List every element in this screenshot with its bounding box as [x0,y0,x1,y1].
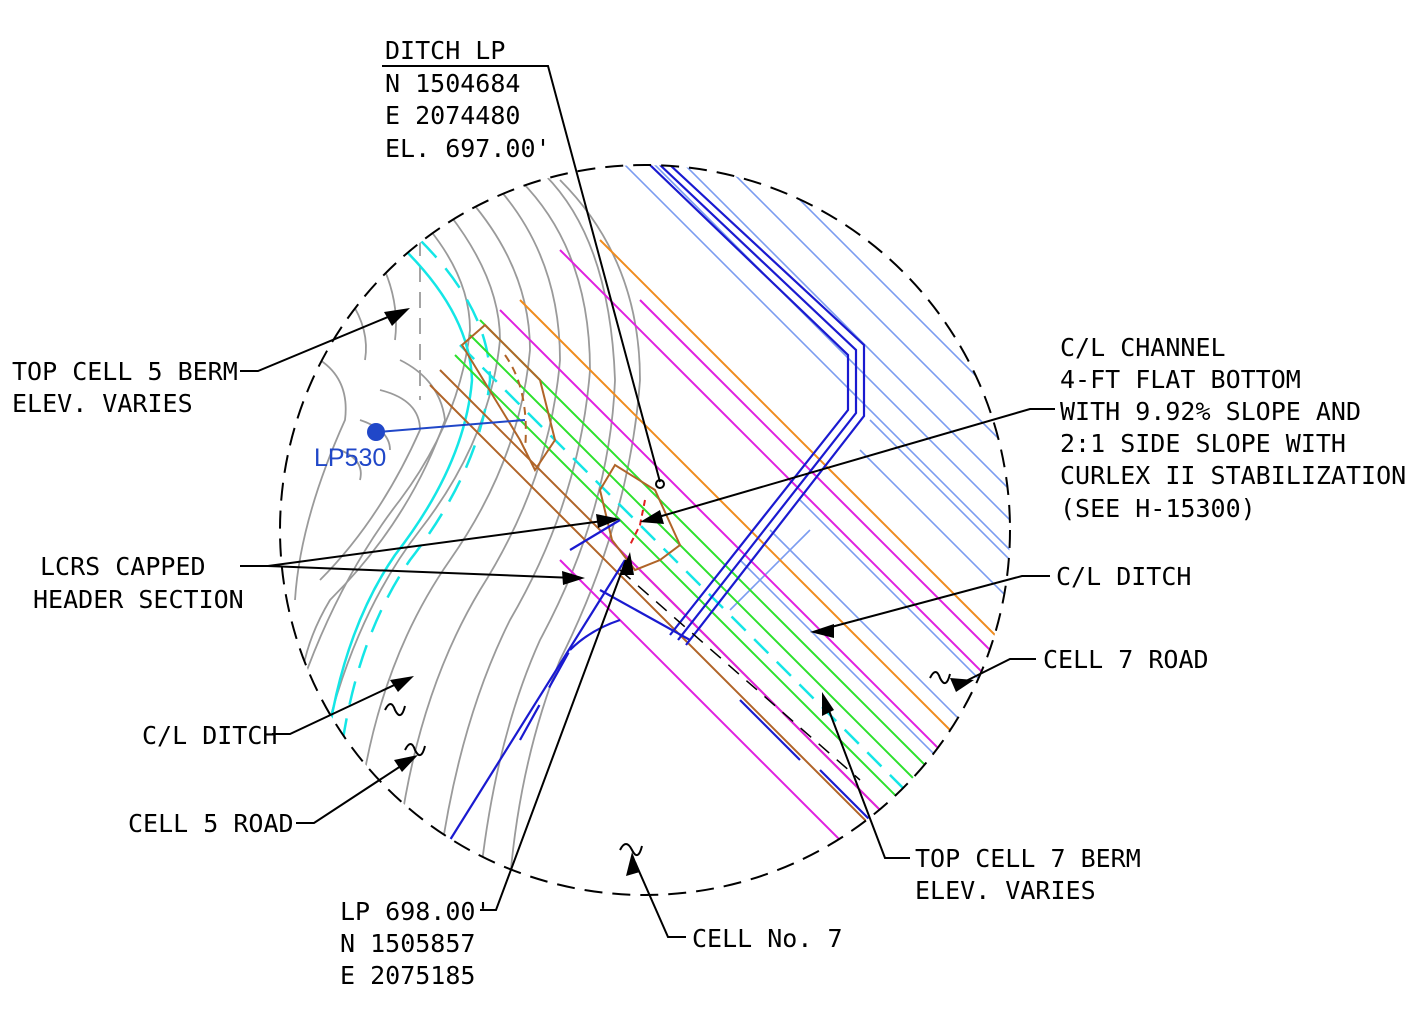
svg-text:TOP CELL 7 BERM: TOP CELL 7 BERM [915,844,1141,873]
svg-text:E 2074480: E 2074480 [385,101,520,130]
label-top-cell7-berm: TOP CELL 7 BERM ELEV. VARIES [915,844,1141,905]
cell5-contours [289,174,641,881]
cell5-ditch-line [338,239,492,761]
svg-text:CURLEX II STABILIZATION: CURLEX II STABILIZATION [1060,461,1406,490]
ditch-lp-marker-lines [629,499,646,546]
label-lcrs: LCRS CAPPED HEADER SECTION [33,552,244,614]
lcrs-pipe [649,165,866,646]
label-cell5-road: CELL 5 ROAD [128,809,294,838]
label-cl-ditch-right: C/L DITCH [1056,562,1191,591]
svg-text:N 1505857: N 1505857 [340,929,475,958]
label-ditch-lp: DITCH LP N 1504684 E 2074480 EL. 697.00' [385,36,551,163]
channel-band [429,239,1010,881]
svg-text:2:1 SIDE SLOPE WITH: 2:1 SIDE SLOPE WITH [1060,429,1346,458]
svg-text:LP 698.00': LP 698.00' [340,897,491,926]
label-cl-ditch-left: C/L DITCH [142,721,277,750]
break-marks [384,671,951,857]
detail-circle [279,164,1011,896]
svg-text:DITCH LP: DITCH LP [385,36,505,65]
lcrs-header-outline [460,323,682,572]
svg-text:(SEE H-15300): (SEE H-15300) [1060,494,1256,523]
svg-text:4-FT FLAT BOTTOM: 4-FT FLAT BOTTOM [1060,365,1301,394]
label-cl-channel: C/L CHANNEL 4-FT FLAT BOTTOM WITH 9.92% … [1060,333,1406,523]
lp530-point [367,423,385,441]
arrowheads [384,308,974,876]
svg-text:ELEV. VARIES: ELEV. VARIES [915,876,1096,905]
svg-text:ELEV. VARIES: ELEV. VARIES [12,389,193,418]
svg-text:WITH 9.92% SLOPE AND: WITH 9.92% SLOPE AND [1060,397,1361,426]
label-cell7-road: CELL 7 ROAD [1043,645,1209,674]
road-edges [449,519,871,841]
svg-text:TOP CELL 5 BERM: TOP CELL 5 BERM [12,357,238,386]
svg-text:E 2075185: E 2075185 [340,961,475,990]
label-top-cell5-berm: TOP CELL 5 BERM ELEV. VARIES [12,357,238,418]
svg-text:LCRS CAPPED: LCRS CAPPED [40,552,206,581]
svg-text:HEADER SECTION: HEADER SECTION [33,585,244,614]
svg-text:N 1504684: N 1504684 [385,69,520,98]
leaders [240,65,1055,938]
label-cell-no7: CELL No. 7 [692,924,843,953]
lp530-label: LP530 [314,444,386,472]
cell7-hatch [599,165,1010,791]
svg-text:C/L CHANNEL: C/L CHANNEL [1060,333,1226,362]
label-lp-698: LP 698.00' N 1505857 E 2075185 [340,897,491,990]
svg-text:EL. 697.00': EL. 697.00' [385,134,551,163]
